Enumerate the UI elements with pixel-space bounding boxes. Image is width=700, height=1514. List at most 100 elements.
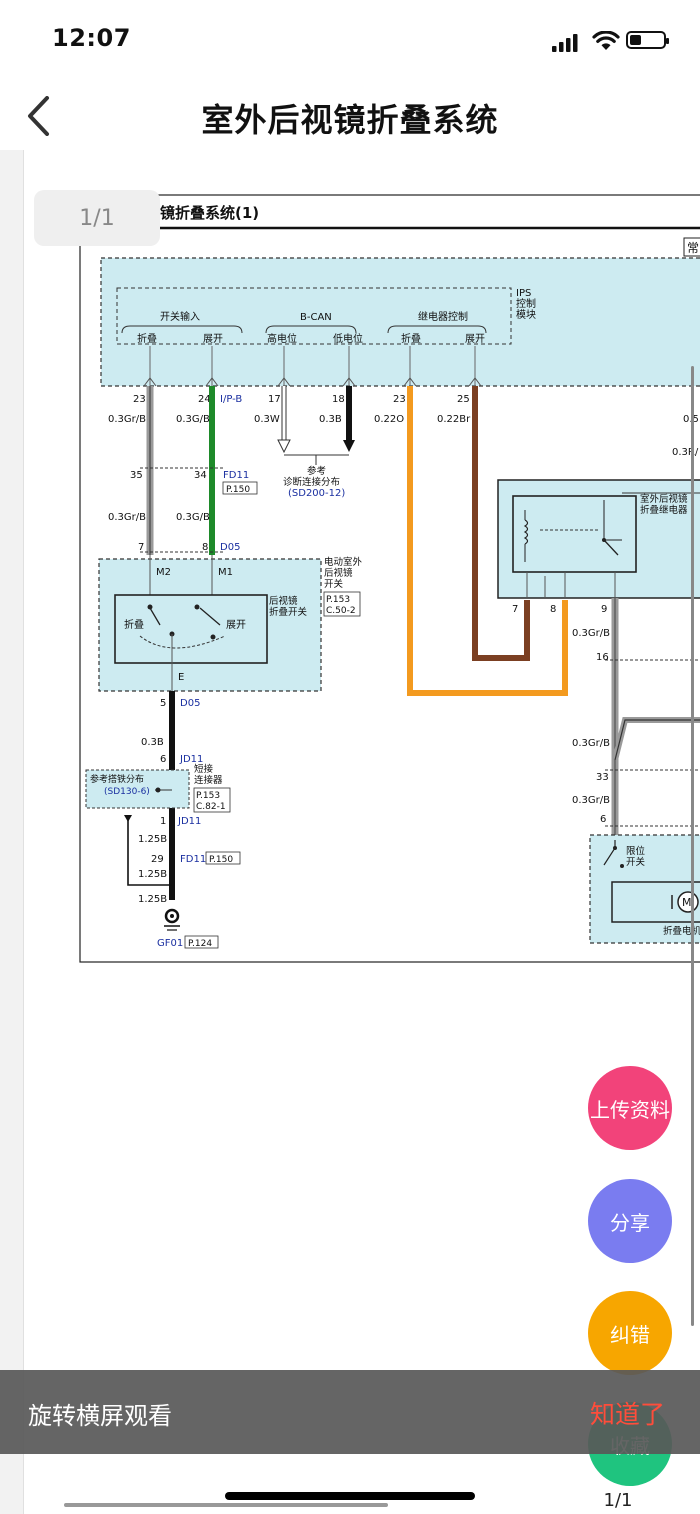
- vertical-scrollbar[interactable]: [691, 366, 694, 1326]
- back-button[interactable]: [18, 94, 58, 138]
- svg-text:折叠电机: 折叠电机: [663, 925, 700, 937]
- svg-text:1.25B: 1.25B: [138, 869, 167, 880]
- svg-text:P.153: P.153: [196, 791, 220, 801]
- svg-text:0.22Br: 0.22Br: [437, 414, 471, 425]
- rotate-toast: [0, 1370, 700, 1454]
- svg-text:9: 9: [601, 604, 607, 615]
- output-fold: 折叠: [401, 332, 421, 345]
- svg-text:0.3Gr/B: 0.3Gr/B: [572, 738, 610, 749]
- svg-text:D05: D05: [180, 698, 200, 709]
- svg-text:D05: D05: [220, 542, 240, 553]
- svg-text:M2: M2: [156, 567, 171, 578]
- svg-text:C.50-2: C.50-2: [326, 606, 356, 616]
- svg-text:5: 5: [160, 698, 166, 709]
- group-switch-input: 开关输入: [160, 310, 200, 323]
- svg-text:FD11: FD11: [180, 854, 206, 865]
- svg-text:17: 17: [268, 394, 281, 405]
- svg-text:8: 8: [550, 604, 556, 615]
- svg-text:0.3B: 0.3B: [141, 737, 164, 748]
- svg-text:P.150: P.150: [226, 485, 250, 495]
- svg-text:JD11: JD11: [177, 816, 201, 827]
- svg-text:24: 24: [198, 394, 211, 405]
- group-bcan: B-CAN: [300, 312, 332, 323]
- svg-text:0.5: 0.5: [683, 414, 699, 425]
- cellular-signal-icon: [552, 34, 578, 52]
- limit-switch-label: 限位开关: [626, 845, 646, 868]
- svg-text:23: 23: [133, 394, 146, 405]
- left-gutter: [0, 150, 24, 1514]
- svg-text:0.3G/B: 0.3G/B: [176, 414, 210, 425]
- ref-diag: 参考诊断连接分布: [283, 465, 340, 488]
- svg-text:FD11: FD11: [223, 470, 249, 481]
- svg-text:(SD130-6): (SD130-6): [104, 787, 150, 797]
- input-high: 高电位: [267, 332, 297, 345]
- svg-text:1.25B: 1.25B: [138, 894, 167, 905]
- svg-text:0.22O: 0.22O: [374, 414, 404, 425]
- diagram-heading: 镜折叠系统(1): [160, 204, 259, 222]
- report-error-button[interactable]: 纠错: [588, 1291, 672, 1375]
- svg-text:33: 33: [596, 772, 609, 783]
- svg-text:P.124: P.124: [188, 939, 212, 949]
- svg-text:P.150: P.150: [209, 855, 233, 865]
- svg-text:16: 16: [596, 652, 609, 663]
- svg-text:0.3Gr/B: 0.3Gr/B: [108, 512, 146, 523]
- wifi-icon: [592, 31, 620, 50]
- svg-text:GF01: GF01: [157, 938, 183, 949]
- relay-name: 室外后视镜折叠继电器: [640, 493, 688, 516]
- svg-text:6: 6: [160, 754, 166, 765]
- status-bar: [0, 0, 700, 80]
- svg-text:0.3W: 0.3W: [254, 414, 280, 425]
- svg-text:7: 7: [138, 542, 144, 553]
- svg-text:I/P-B: I/P-B: [220, 394, 242, 405]
- svg-text:7: 7: [512, 604, 518, 615]
- svg-text:折叠: 折叠: [124, 618, 144, 631]
- svg-text:0.3Gr/B: 0.3Gr/B: [572, 795, 610, 806]
- svg-text:M1: M1: [218, 567, 233, 578]
- svg-text:23: 23: [393, 394, 406, 405]
- svg-text:0.3R/: 0.3R/: [672, 447, 699, 458]
- output-unfold: 展开: [465, 333, 485, 345]
- status-time: 12:07: [52, 24, 131, 52]
- page-indicator: 1/1: [34, 190, 160, 246]
- home-indicator: [225, 1492, 475, 1500]
- svg-text:0.3Gr/B: 0.3Gr/B: [572, 628, 610, 639]
- toast-dismiss-button[interactable]: 知道了: [590, 1400, 666, 1429]
- svg-text:6: 6: [600, 814, 606, 825]
- short-connector-label: 短接连接器: [194, 763, 223, 786]
- svg-text:(SD200-12): (SD200-12): [288, 488, 345, 499]
- battery-icon: [626, 31, 669, 49]
- svg-text:参考搭铁分布: 参考搭铁分布: [90, 773, 144, 785]
- svg-text:0.3B: 0.3B: [319, 414, 342, 425]
- svg-text:34: 34: [194, 470, 207, 481]
- share-button[interactable]: 分享: [588, 1179, 672, 1263]
- svg-text:1: 1: [160, 816, 166, 827]
- footer-page-number: 1/1: [603, 1490, 633, 1511]
- horizontal-scrollbar[interactable]: [64, 1503, 388, 1507]
- input-low: 低电位: [333, 332, 363, 345]
- svg-text:1.25B: 1.25B: [138, 834, 167, 845]
- svg-text:35: 35: [130, 470, 143, 481]
- svg-text:M: M: [682, 896, 692, 909]
- input-fold: 折叠: [137, 332, 157, 345]
- svg-text:E: E: [178, 672, 184, 683]
- chevron-left-icon: [28, 96, 49, 136]
- input-unfold: 展开: [203, 333, 223, 345]
- upload-button[interactable]: 上传资料: [588, 1066, 672, 1150]
- svg-text:0.3G/B: 0.3G/B: [176, 512, 210, 523]
- svg-text:8: 8: [202, 542, 208, 553]
- svg-text:JD11: JD11: [179, 754, 203, 765]
- svg-text:0.3Gr/B: 0.3Gr/B: [108, 414, 146, 425]
- svg-text:展开: 展开: [226, 619, 246, 631]
- svg-text:P.153: P.153: [326, 595, 350, 605]
- group-relay: 继电器控制: [418, 310, 468, 323]
- toast-message: 旋转横屏观看: [28, 1402, 172, 1430]
- switch-name: 电动室外后视镜开关: [324, 556, 363, 590]
- page-title: 室外后视镜折叠系统: [201, 101, 499, 139]
- svg-text:C.82-1: C.82-1: [196, 802, 226, 812]
- nav-bar: [0, 80, 700, 150]
- svg-text:29: 29: [151, 854, 164, 865]
- svg-text:25: 25: [457, 394, 470, 405]
- switch-inner-label: 后视镜折叠开关: [269, 595, 308, 618]
